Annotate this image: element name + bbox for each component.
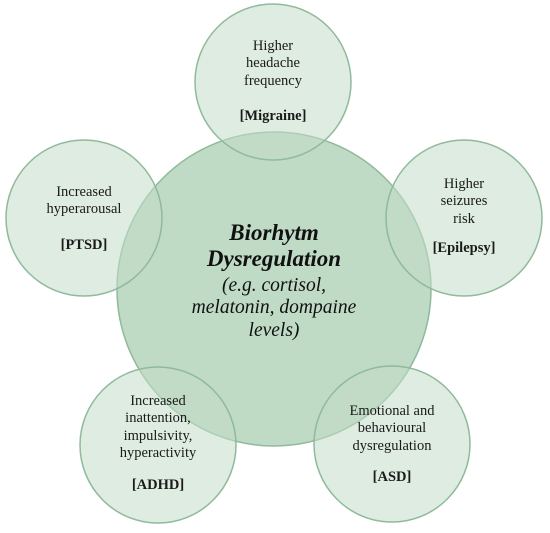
epilepsy-description: Higher seizures risk [440,176,488,227]
asd-condition: [ASD] [372,469,412,486]
migraine-condition: [Migraine] [239,108,307,125]
adhd-label: Increased inattention, impulsivity, hype… [93,393,223,494]
center-title: Biorhytm Dysregulation [206,220,342,272]
migraine-label: Higher headache frequency [Migraine] [213,38,333,126]
epilepsy-condition: [Epilepsy] [432,240,496,257]
ptsd-condition: [PTSD] [60,236,108,253]
asd-label: Emotional and behavioural dysregulation … [322,403,462,487]
asd-circle [313,365,471,523]
center-label: Biorhytm Dysregulation (e.g. cortisol, m… [164,220,384,342]
ptsd-description: Increased hyperarousal [46,184,122,218]
epilepsy-label: Higher seizures risk [Epilepsy] [404,176,524,258]
migraine-description: Higher headache frequency [244,38,302,89]
center-subtitle: (e.g. cortisol, melatonin, dompaine leve… [191,274,357,341]
migraine-circle [194,3,352,161]
adhd-circle [79,366,237,524]
ptsd-circle [5,139,163,297]
epilepsy-circle [385,139,543,297]
adhd-description: Increased inattention, impulsivity, hype… [119,393,197,462]
asd-description: Emotional and behavioural dysregulation [349,403,435,454]
ptsd-label: Increased hyperarousal [PTSD] [24,184,144,254]
adhd-condition: [ADHD] [131,476,185,493]
